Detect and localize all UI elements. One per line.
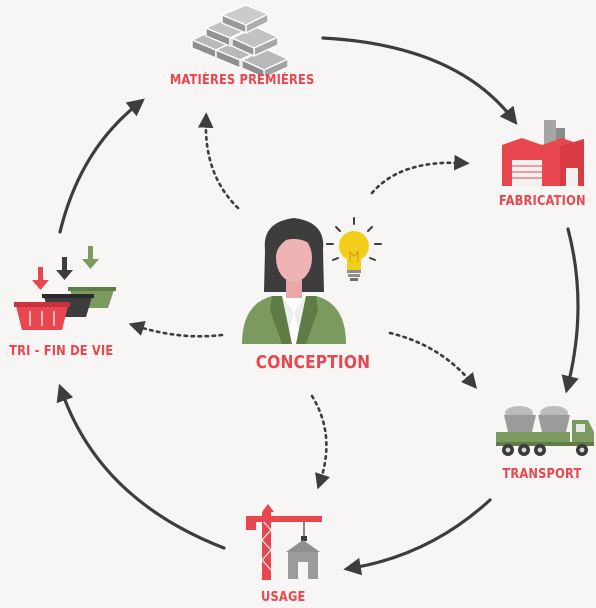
- bricks-icon: [191, 4, 289, 79]
- cycle-arrow-raw-to-fabrication: [321, 36, 518, 125]
- dotted-arrow-to-sorting: [128, 320, 224, 338]
- cycle-arrow-transport-to-usage: [343, 498, 492, 576]
- stage-label-fabrication: FABRICATION: [498, 194, 586, 209]
- stage-label-usage: USAGE: [261, 590, 306, 605]
- cycle-arrow-sorting-to-raw: [58, 98, 145, 234]
- crane-icon: [246, 504, 322, 580]
- cycle-arrow-fabrication-to-transport: [561, 227, 580, 394]
- dotted-arrow-to-raw: [197, 112, 240, 210]
- skips-icon: [14, 246, 116, 330]
- cycle-arrow-usage-to-sorting: [56, 383, 226, 550]
- dotted-arrow-to-fabrication: [370, 154, 470, 195]
- woman-with-lightbulb-icon: [242, 217, 382, 344]
- center-label-conception: CONCEPTION: [255, 353, 371, 373]
- stage-label-sorting-end-of-life: TRI - FIN DE VIE: [9, 344, 114, 359]
- dotted-arrow-to-usage: [310, 394, 330, 490]
- stage-label-transport: TRANSPORT: [502, 467, 582, 482]
- truck-icon: [496, 406, 594, 456]
- lightbulb-icon: [326, 217, 382, 281]
- stage-label-raw-materials: MATIÈRES PREMIÈRES: [169, 73, 315, 88]
- factory-icon: [502, 120, 584, 186]
- dotted-arrow-to-transport: [388, 331, 478, 389]
